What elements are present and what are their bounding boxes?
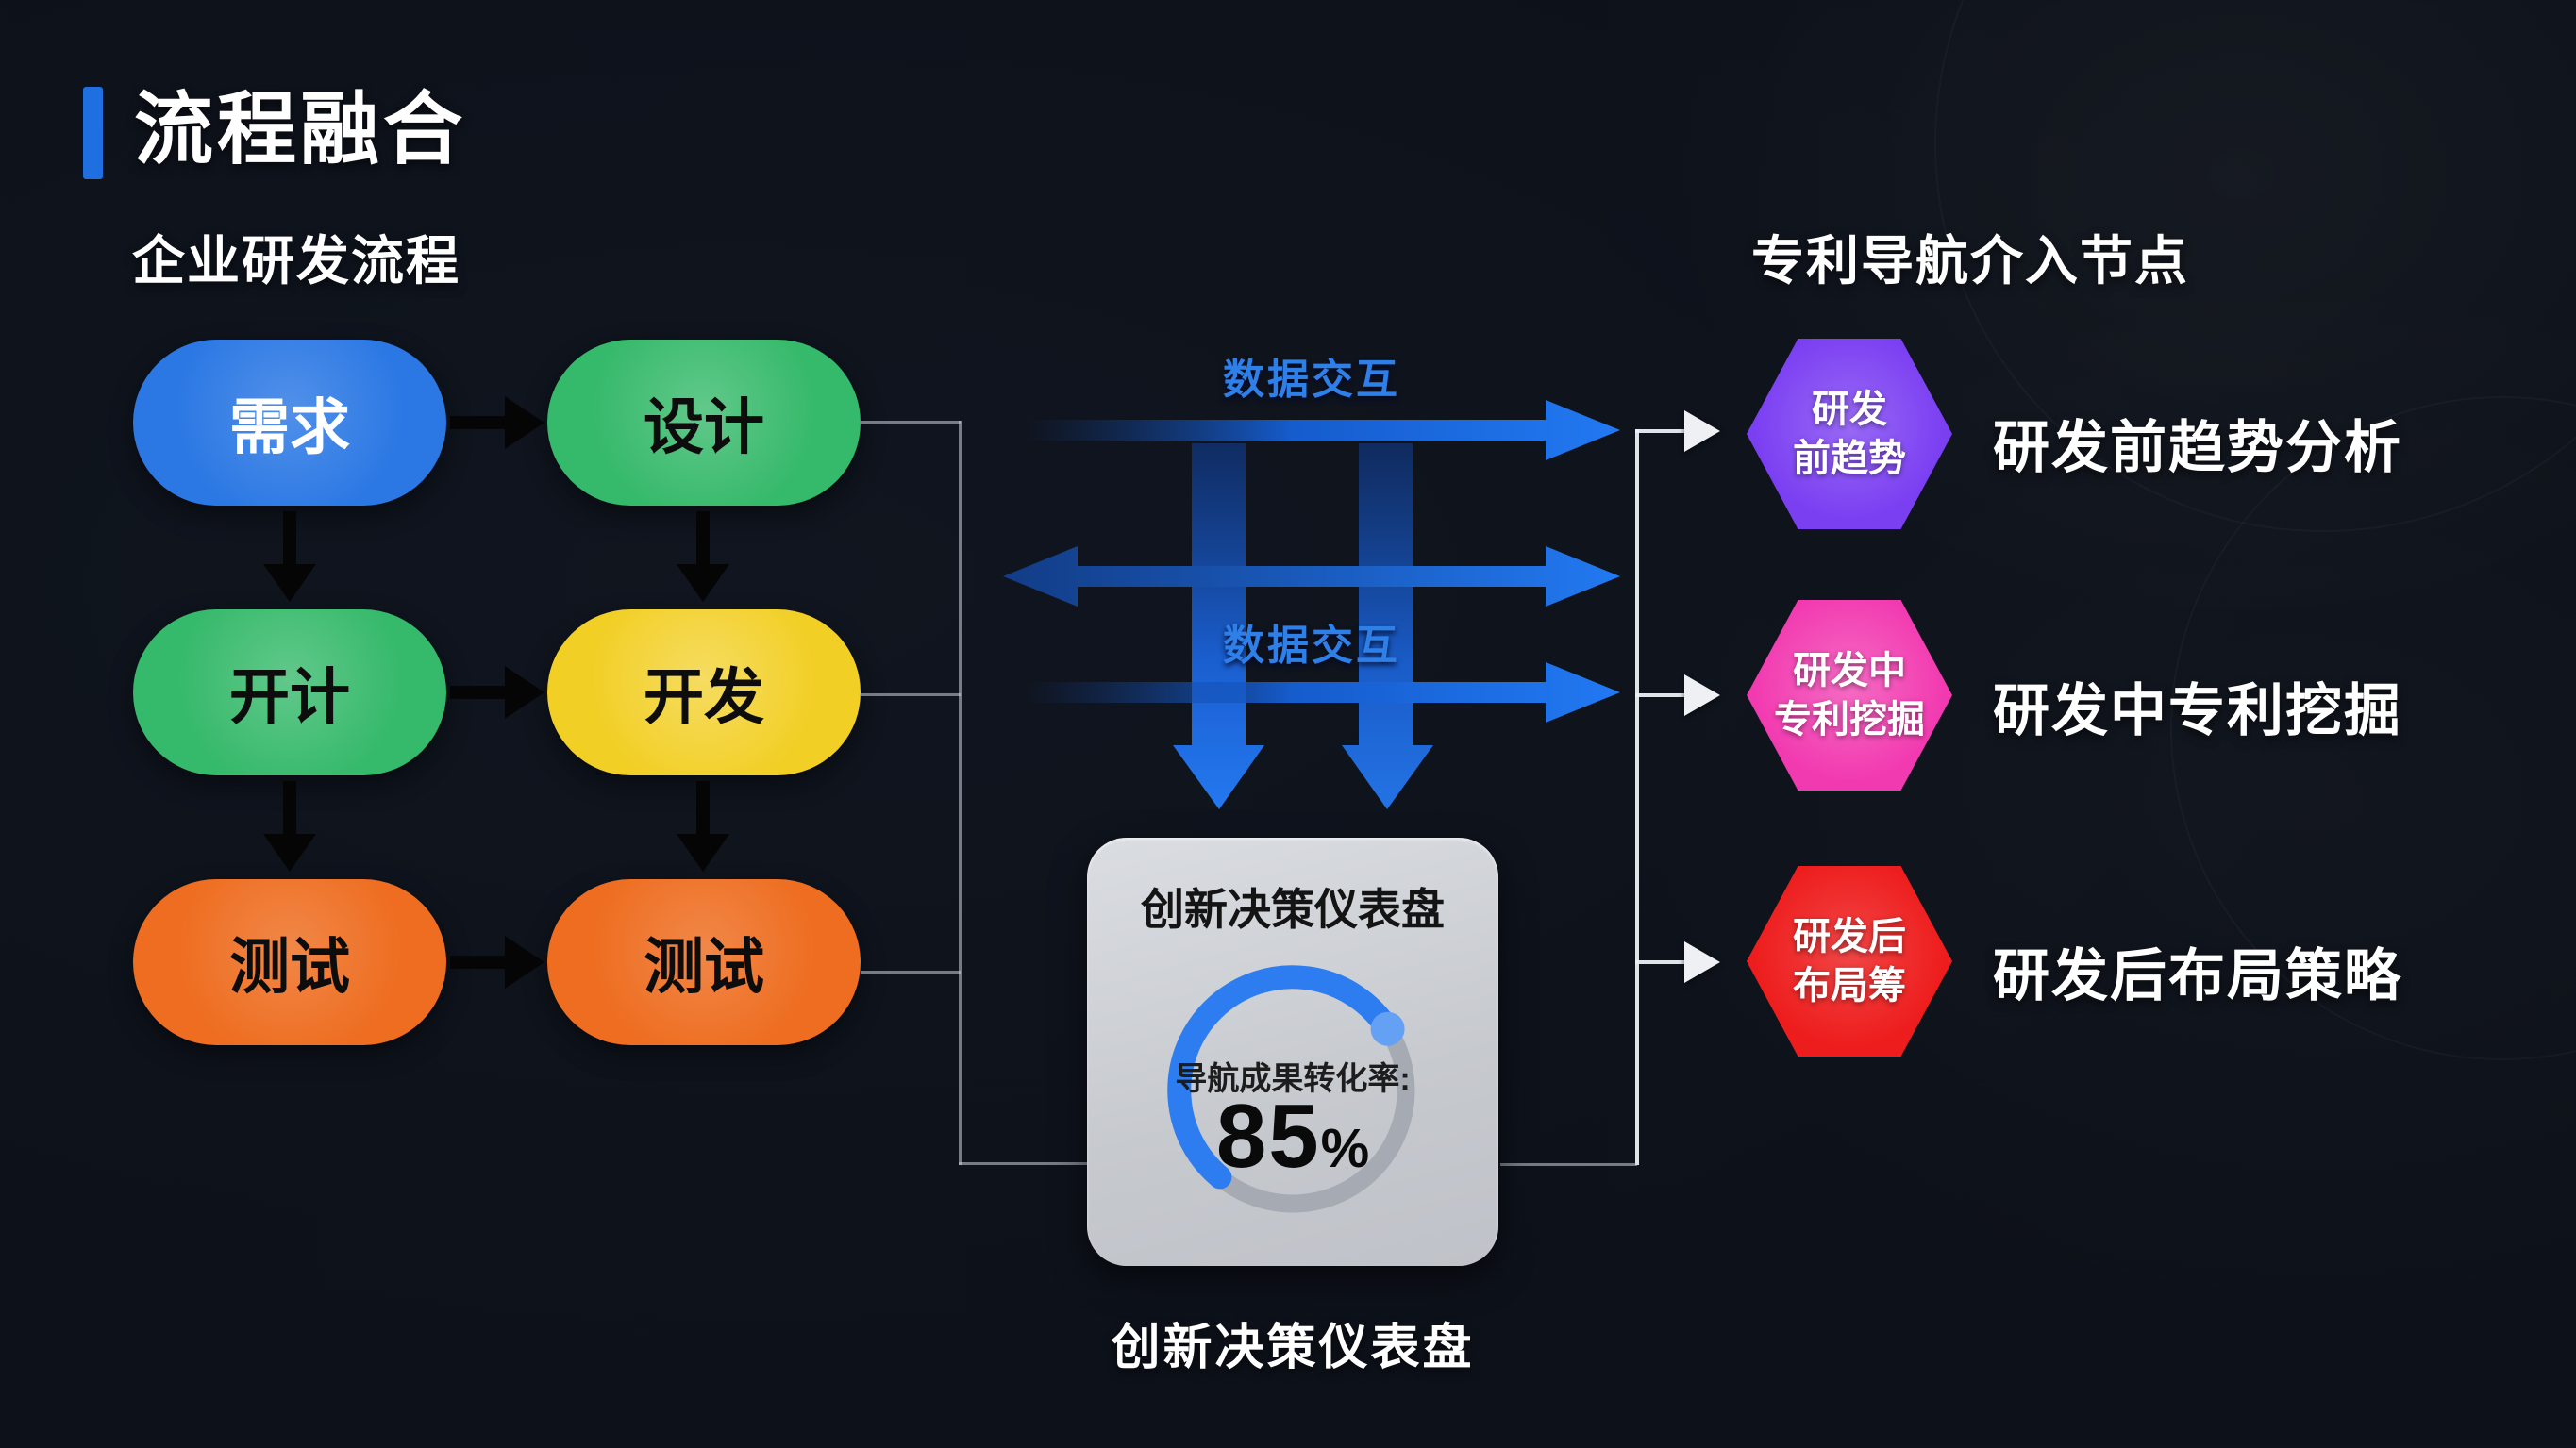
connector-line	[1635, 429, 1639, 1165]
hex-text-line2: 专利挖掘	[1774, 699, 1925, 741]
data-exchange-arrows	[1003, 400, 1620, 809]
flow-arrow-right-icon	[450, 396, 544, 449]
hex-label-mid-rd: 研发中专利挖掘	[1993, 679, 2402, 742]
dashboard-title: 创新决策仪表盘	[1141, 885, 1445, 934]
dashboard-caption: 创新决策仪表盘	[1111, 1321, 1475, 1375]
flow-arrow-down-icon	[677, 511, 729, 602]
hex-text-line2: 前趋势	[1793, 438, 1906, 479]
gauge-dot	[1370, 1011, 1405, 1046]
hex-label-post-rd: 研发后布局策略	[1993, 944, 2402, 1007]
metric-label: 导航成果转化率:	[1175, 1061, 1411, 1097]
metric-number: 85	[1215, 1086, 1321, 1187]
gauge-arc	[1167, 965, 1400, 1190]
metric-unit: %	[1320, 1118, 1370, 1179]
flow-arrow-down-icon	[263, 511, 316, 602]
title-accent-bar	[83, 87, 103, 179]
data-exchange-label-top: 数据交互	[1223, 357, 1400, 403]
flow-node-requirement: 需求	[133, 340, 446, 506]
branch-arrowhead-icon	[1684, 941, 1720, 983]
branch-arrowhead-icon	[1684, 410, 1720, 452]
gauge-ring	[1167, 965, 1415, 1213]
bidirectional-arrow-icon	[1003, 546, 1620, 607]
hex-text-line2: 布局筹	[1793, 965, 1906, 1007]
connector-line	[861, 421, 961, 424]
connector-line	[1635, 693, 1684, 697]
hex-text-line1: 研发	[1812, 389, 1887, 430]
hex-text-line1: 研发中	[1793, 650, 1906, 691]
hex-node-post-rd: 研发后 布局筹	[1747, 866, 1952, 1057]
dashboard-card: 创新决策仪表盘 导航成果转化率: 85%	[1087, 838, 1498, 1266]
down-arrow-icon	[1173, 443, 1264, 809]
metric-value: 85%	[1087, 1085, 1498, 1189]
connector-line	[959, 421, 962, 1165]
flow-node-plan: 开计	[133, 609, 446, 775]
hex-node-pre-rd: 研发 前趋势	[1747, 339, 1952, 529]
flow-node-test-left: 测试	[133, 879, 446, 1045]
connector-line	[959, 1162, 1089, 1165]
connector-line	[861, 971, 961, 974]
connector-line	[1500, 1163, 1637, 1166]
hex-node-mid-rd: 研发中 专利挖掘	[1747, 600, 1952, 791]
right-arrow-icon	[1024, 662, 1620, 723]
left-section-title: 企业研发流程	[132, 231, 460, 291]
flow-arrow-down-icon	[677, 781, 729, 872]
right-section-title: 专利导航介入节点	[1751, 231, 2189, 291]
flow-arrow-right-icon	[450, 666, 544, 719]
hex-label-pre-rd: 研发前趋势分析	[1993, 416, 2402, 479]
page-title: 流程融合	[134, 85, 467, 174]
flow-node-develop: 开发	[547, 609, 861, 775]
connector-line	[1635, 429, 1684, 433]
data-exchange-label-bottom: 数据交互	[1223, 623, 1400, 669]
flow-arrow-right-icon	[450, 936, 544, 989]
hex-text-line1: 研发后	[1793, 916, 1906, 957]
down-arrow-icon	[1342, 443, 1433, 809]
connector-line	[861, 693, 961, 696]
connector-line	[1635, 960, 1684, 964]
branch-arrowhead-icon	[1684, 674, 1720, 716]
flow-node-design: 设计	[547, 340, 861, 506]
right-arrow-icon	[1024, 400, 1620, 460]
flow-node-test-right: 测试	[547, 879, 861, 1045]
flow-arrow-down-icon	[263, 781, 316, 872]
